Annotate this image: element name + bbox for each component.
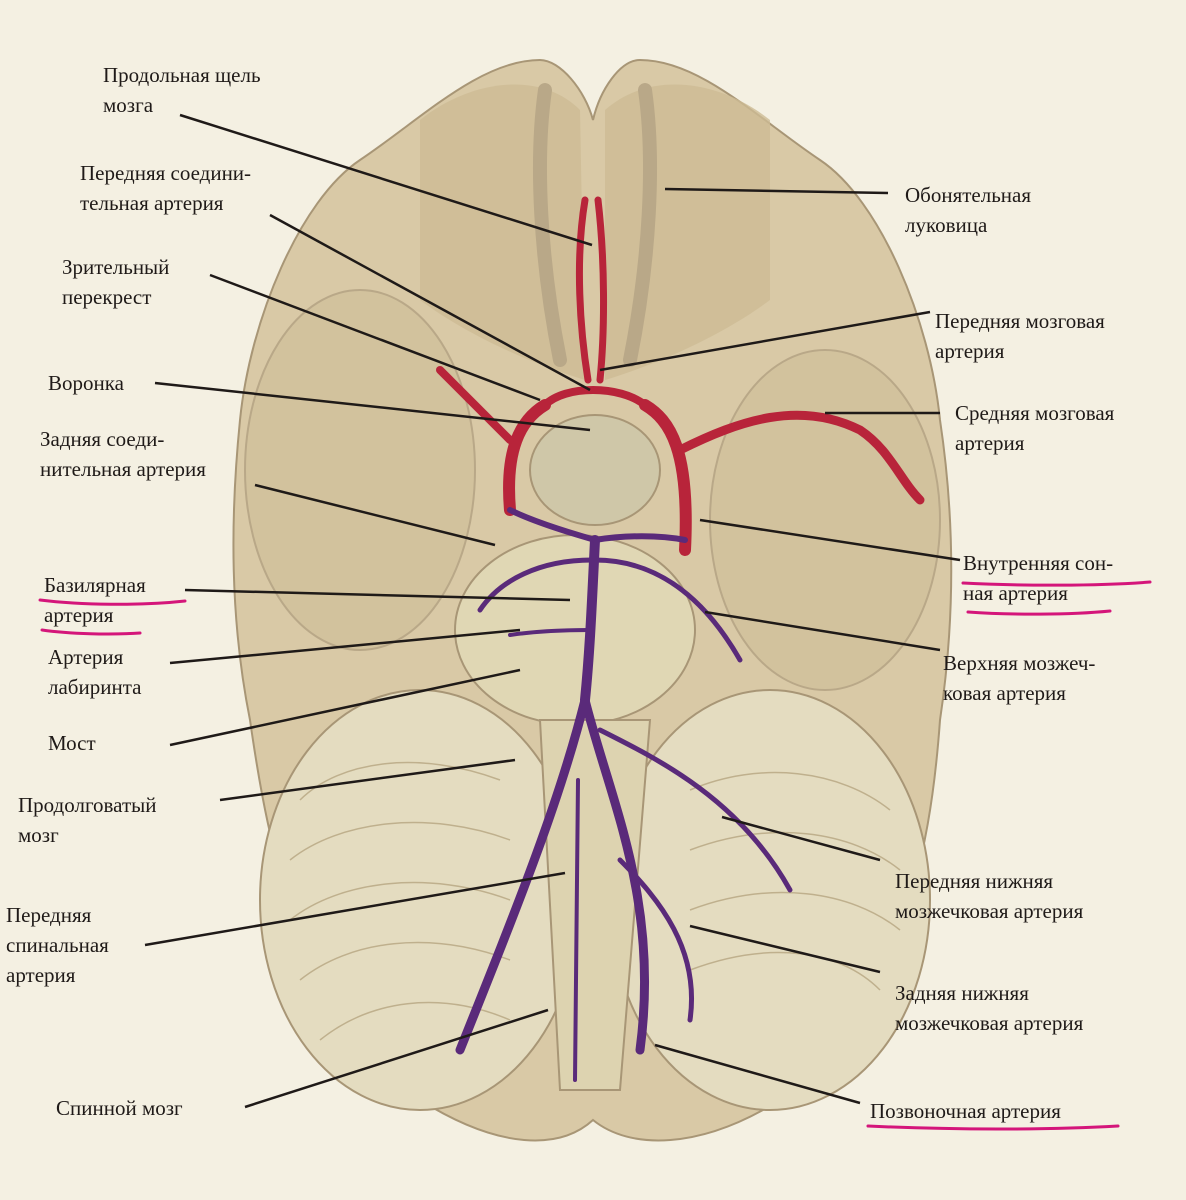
label-line: мозг: [18, 823, 59, 847]
label-line: Обонятельная: [905, 183, 1032, 207]
anterior-inferior-cerebellar: [597, 727, 793, 893]
label-line: артерия: [44, 603, 114, 627]
label-line: Задняя соеди-: [40, 427, 165, 451]
anterior-spinal-artery: [573, 778, 580, 1082]
label-superior-cerebellar-artery: Верхняя мозжеч- ковая артерия: [943, 648, 1095, 708]
superior-cerebellar-right: [592, 557, 743, 663]
label-line: Верхняя мозжеч-: [943, 651, 1096, 675]
label-line: нительная артерия: [40, 457, 206, 481]
anterior-cerebral-artery-right: [594, 196, 608, 384]
label-medulla: Продолговатый мозг: [18, 790, 156, 850]
label-line: луковица: [905, 213, 988, 237]
label-line: Базилярная: [44, 573, 146, 597]
label-line: артерия: [955, 431, 1025, 455]
label-line: Средняя мозговая: [955, 401, 1115, 425]
label-labyrinthine-artery: Артерия лабиринта: [48, 642, 141, 702]
highlight-marks: [38, 580, 1152, 1131]
label-line: тельная артерия: [80, 191, 224, 215]
posterior-inferior-cerebellar: [617, 857, 694, 1023]
label-line: перекрест: [62, 285, 152, 309]
posterior-communicating-left: [507, 507, 598, 543]
label-anterior-communicating-artery: Передняя соедини- тельная артерия: [80, 158, 251, 218]
label-vertebral-artery: Позвоночная артерия: [870, 1096, 1061, 1126]
label-line: Передняя соедини-: [80, 161, 252, 185]
label-internal-carotid-artery: Внутренняя сон- ная артерия: [963, 548, 1113, 608]
label-line: Передняя мозговая: [935, 309, 1105, 333]
label-line: Задняя нижняя: [895, 981, 1029, 1005]
middle-cerebral-left: [436, 366, 514, 444]
label-line: ная артерия: [963, 581, 1068, 605]
label-anterior-inferior-cerebellar-artery: Передняя нижняя мозжечковая артерия: [895, 866, 1083, 926]
olfactory-tract-left: [533, 83, 567, 367]
label-longitudinal-fissure: Продольная щель мозга: [103, 60, 261, 120]
temporal-lobe-left: [244, 289, 476, 651]
label-line: лабиринта: [48, 675, 142, 699]
label-line: артерия: [935, 339, 1005, 363]
internal-carotid-left: [503, 399, 551, 516]
label-posterior-inferior-cerebellar-artery: Задняя нижняя мозжечковая артерия: [895, 978, 1083, 1038]
label-line: мозга: [103, 93, 154, 117]
posterior-communicating-right: [592, 533, 688, 543]
temporal-lobe-right: [709, 349, 941, 691]
labyrinthine-branch: [508, 628, 592, 637]
label-line: Мост: [48, 731, 96, 755]
middle-cerebral-right: [675, 410, 925, 505]
label-line: Позвоночная артерия: [870, 1099, 1061, 1123]
label-line: Продолговатый: [18, 793, 157, 817]
anterior-communicating-artery: [541, 386, 649, 409]
label-middle-cerebral-artery: Средняя мозговая артерия: [955, 398, 1114, 458]
label-spinal-cord: Спинной мозг: [56, 1093, 183, 1123]
cerebellum-left: [259, 689, 581, 1111]
label-optic-chiasm: Зрительный перекрест: [62, 252, 169, 312]
infundibulum-area: [529, 414, 661, 526]
label-pons: Мост: [48, 728, 96, 758]
label-line: артерия: [6, 963, 76, 987]
label-posterior-communicating-artery: Задняя соеди- нительная артерия: [40, 424, 206, 484]
label-line: Передняя: [6, 903, 92, 927]
superior-cerebellar-left: [477, 557, 595, 613]
label-line: ковая артерия: [943, 681, 1066, 705]
label-line: Воронка: [48, 371, 124, 395]
leader-lines: [144, 113, 961, 1109]
vertebral-left: [455, 695, 590, 1055]
vertebral-right: [580, 695, 650, 1055]
olfactory-tract-right: [623, 83, 657, 367]
label-basilar-artery: Базилярная артерия: [44, 570, 146, 630]
label-line: мозжечковая артерия: [895, 1011, 1084, 1035]
label-line: мозжечковая артерия: [895, 899, 1084, 923]
label-infundibulum: Воронка: [48, 368, 124, 398]
label-line: Зрительный: [62, 255, 170, 279]
anterior-circulation: [436, 196, 925, 556]
label-anterior-spinal-artery: Передняя спинальная артерия: [6, 900, 109, 990]
label-line: Передняя нижняя: [895, 869, 1054, 893]
label-line: Продольная щель: [103, 63, 261, 87]
posterior-circulation: [455, 507, 793, 1082]
label-line: Спинной мозг: [56, 1096, 183, 1120]
label-line: Внутренняя сон-: [963, 551, 1114, 575]
label-line: спинальная: [6, 933, 109, 957]
label-line: Артерия: [48, 645, 124, 669]
internal-carotid-right: [639, 399, 692, 556]
anterior-cerebral-artery-left: [575, 196, 592, 384]
label-olfactory-bulb: Обонятельная луковица: [905, 180, 1031, 240]
label-anterior-cerebral-artery: Передняя мозговая артерия: [935, 306, 1105, 366]
